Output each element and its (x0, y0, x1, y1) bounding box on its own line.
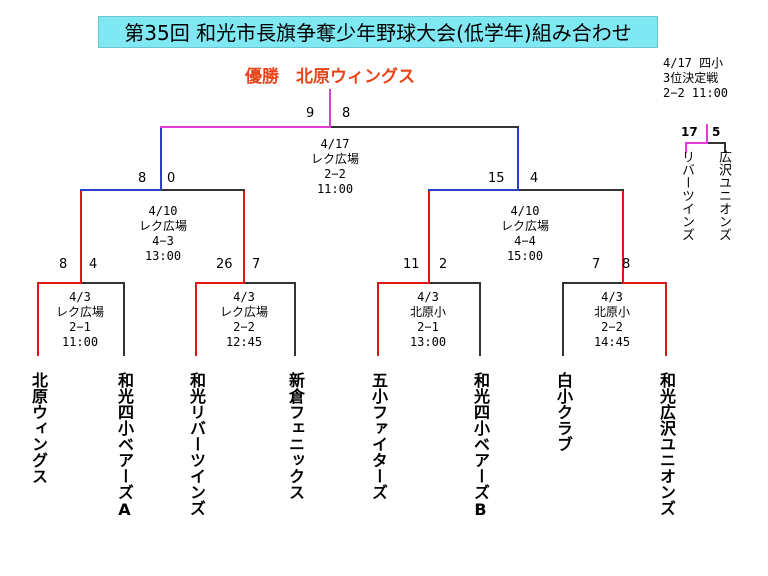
third-right-path (706, 142, 726, 153)
third-score-right: 5 (712, 125, 721, 139)
r1-m1-right-path (80, 282, 125, 356)
team-6-label: 和光四小ベアーズB (471, 372, 490, 519)
third-team-right: 広沢ユニオンズ (716, 150, 731, 241)
champion-label: 優勝 北原ウィングス (245, 67, 415, 87)
r1-m3-info: 4/3 北原小 2−1 13:00 (409, 290, 447, 349)
r1-m1-left-path (37, 282, 82, 356)
r1-m1-score-right: 4 (89, 257, 98, 272)
r1-m4-right-path (622, 282, 667, 356)
r1-m3-right-path (428, 282, 481, 356)
team-8-label: 和光広沢ユニオンズ (657, 372, 676, 516)
team-4-label: 新倉フェニックス (286, 372, 305, 500)
r1-m1-score-left: 8 (59, 257, 68, 272)
r1-m1-info: 4/3 レク広場 2−1 11:00 (55, 290, 104, 349)
page-title: 第35回 和光市長旗争奪少年野球大会(低学年)組み合わせ (98, 16, 658, 48)
semi-2-info: 4/10 レク広場 4−4 15:00 (500, 204, 549, 263)
third-team-left: リバーツインズ (679, 150, 694, 241)
third-score-left: 17 (681, 125, 698, 139)
r1-m4-score-left: 7 (592, 257, 601, 272)
semi-1-info: 4/10 レク広場 4−3 13:00 (138, 204, 187, 263)
team-3-label: 和光リバーツインズ (187, 372, 206, 516)
r1-m3-score-left: 11 (403, 257, 420, 272)
semi-2-score-right: 4 (530, 171, 539, 186)
final-score-left: 9 (306, 106, 315, 121)
semi-1-score-left: 8 (138, 171, 147, 186)
r1-m2-score-left: 26 (216, 257, 233, 272)
team-7-label: 白小クラブ (554, 372, 573, 452)
r1-m3-left-path (377, 282, 430, 356)
r1-m4-info: 4/3 北原小 2−2 14:45 (593, 290, 631, 349)
final-info: 4/17 レク広場 2−2 11:00 (310, 137, 359, 196)
r1-m2-left-path (195, 282, 245, 356)
semi-2-score-left: 15 (488, 171, 505, 186)
third-place-info: 4/17 四小 3位決定戦 2−2 11:00 (663, 56, 729, 100)
final-score-right: 8 (342, 106, 351, 121)
r1-m3-score-right: 2 (439, 257, 448, 272)
r1-m4-score-right: 8 (622, 257, 631, 272)
r1-m4-left-path (562, 282, 624, 356)
r1-m2-info: 4/3 レク広場 2−2 12:45 (219, 290, 268, 349)
third-left-path (685, 142, 708, 153)
team-1-label: 北原ウィングス (29, 372, 48, 484)
team-2-label: 和光四小ベアーズA (115, 372, 134, 519)
r1-m2-score-right: 7 (252, 257, 261, 272)
r1-m2-right-path (243, 282, 296, 356)
semi-1-score-right: 0 (167, 171, 176, 186)
team-5-label: 五小ファイターズ (369, 372, 388, 500)
